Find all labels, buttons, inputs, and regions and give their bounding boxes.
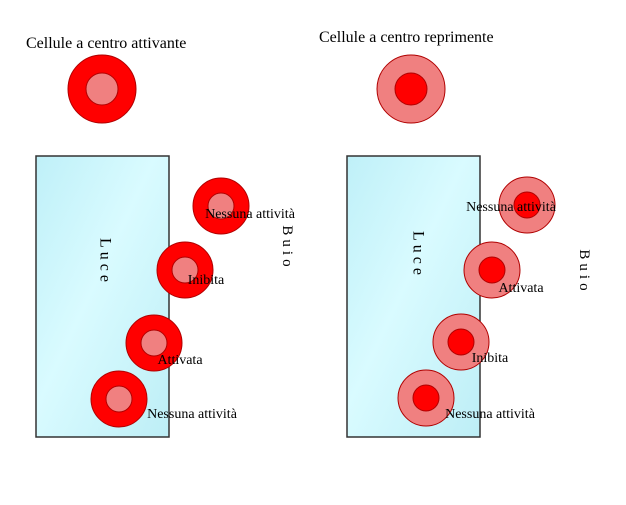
right-cell-4-label: Nessuna attività	[445, 407, 536, 422]
right-dark-label: Buio	[576, 249, 592, 294]
right-legend-center	[394, 72, 428, 106]
right-cell-1-center	[513, 191, 541, 219]
left-cell-2-label: Inibita	[188, 273, 225, 288]
left-legend-center	[85, 72, 119, 106]
left-legend-cell	[67, 54, 137, 124]
left-dark-label: Buio	[279, 225, 295, 270]
left-cell-4-center	[105, 385, 133, 413]
left-cell-2-center	[171, 256, 199, 284]
left-cell-3-center	[140, 329, 168, 357]
left-cell-3: Attivata	[125, 314, 203, 372]
left-cell-4: Nessuna attività	[90, 370, 238, 428]
right-cell-2-label: Attivata	[498, 281, 544, 296]
right-cell-2-center	[478, 256, 506, 284]
right-light-label: Luce	[410, 231, 427, 279]
right-cell-3: Inibita	[432, 313, 509, 371]
right-cell-1: Nessuna attività	[466, 176, 557, 234]
left-cell-4-label: Nessuna attività	[147, 407, 238, 422]
left-cell-1-label: Nessuna attività	[205, 207, 296, 222]
left-cell-1-center	[207, 192, 235, 220]
left-cell-3-label: Attivata	[157, 353, 203, 368]
right-cell-2: Attivata	[463, 241, 544, 299]
right-cell-3-label: Inibita	[472, 351, 509, 366]
right-cell-1-label: Nessuna attività	[466, 200, 557, 215]
left-title: Cellule a centro attivante	[26, 35, 186, 52]
right-legend-cell	[376, 54, 446, 124]
right-title: Cellule a centro reprimente	[319, 29, 494, 46]
left-light-label: Luce	[97, 238, 114, 286]
right-cell-4-center	[412, 384, 440, 412]
right-cell-4: Nessuna attività	[397, 369, 536, 427]
left-cell-2: Inibita	[156, 241, 225, 299]
left-cell-1: Nessuna attività	[192, 177, 296, 235]
right-cell-3-center	[447, 328, 475, 356]
